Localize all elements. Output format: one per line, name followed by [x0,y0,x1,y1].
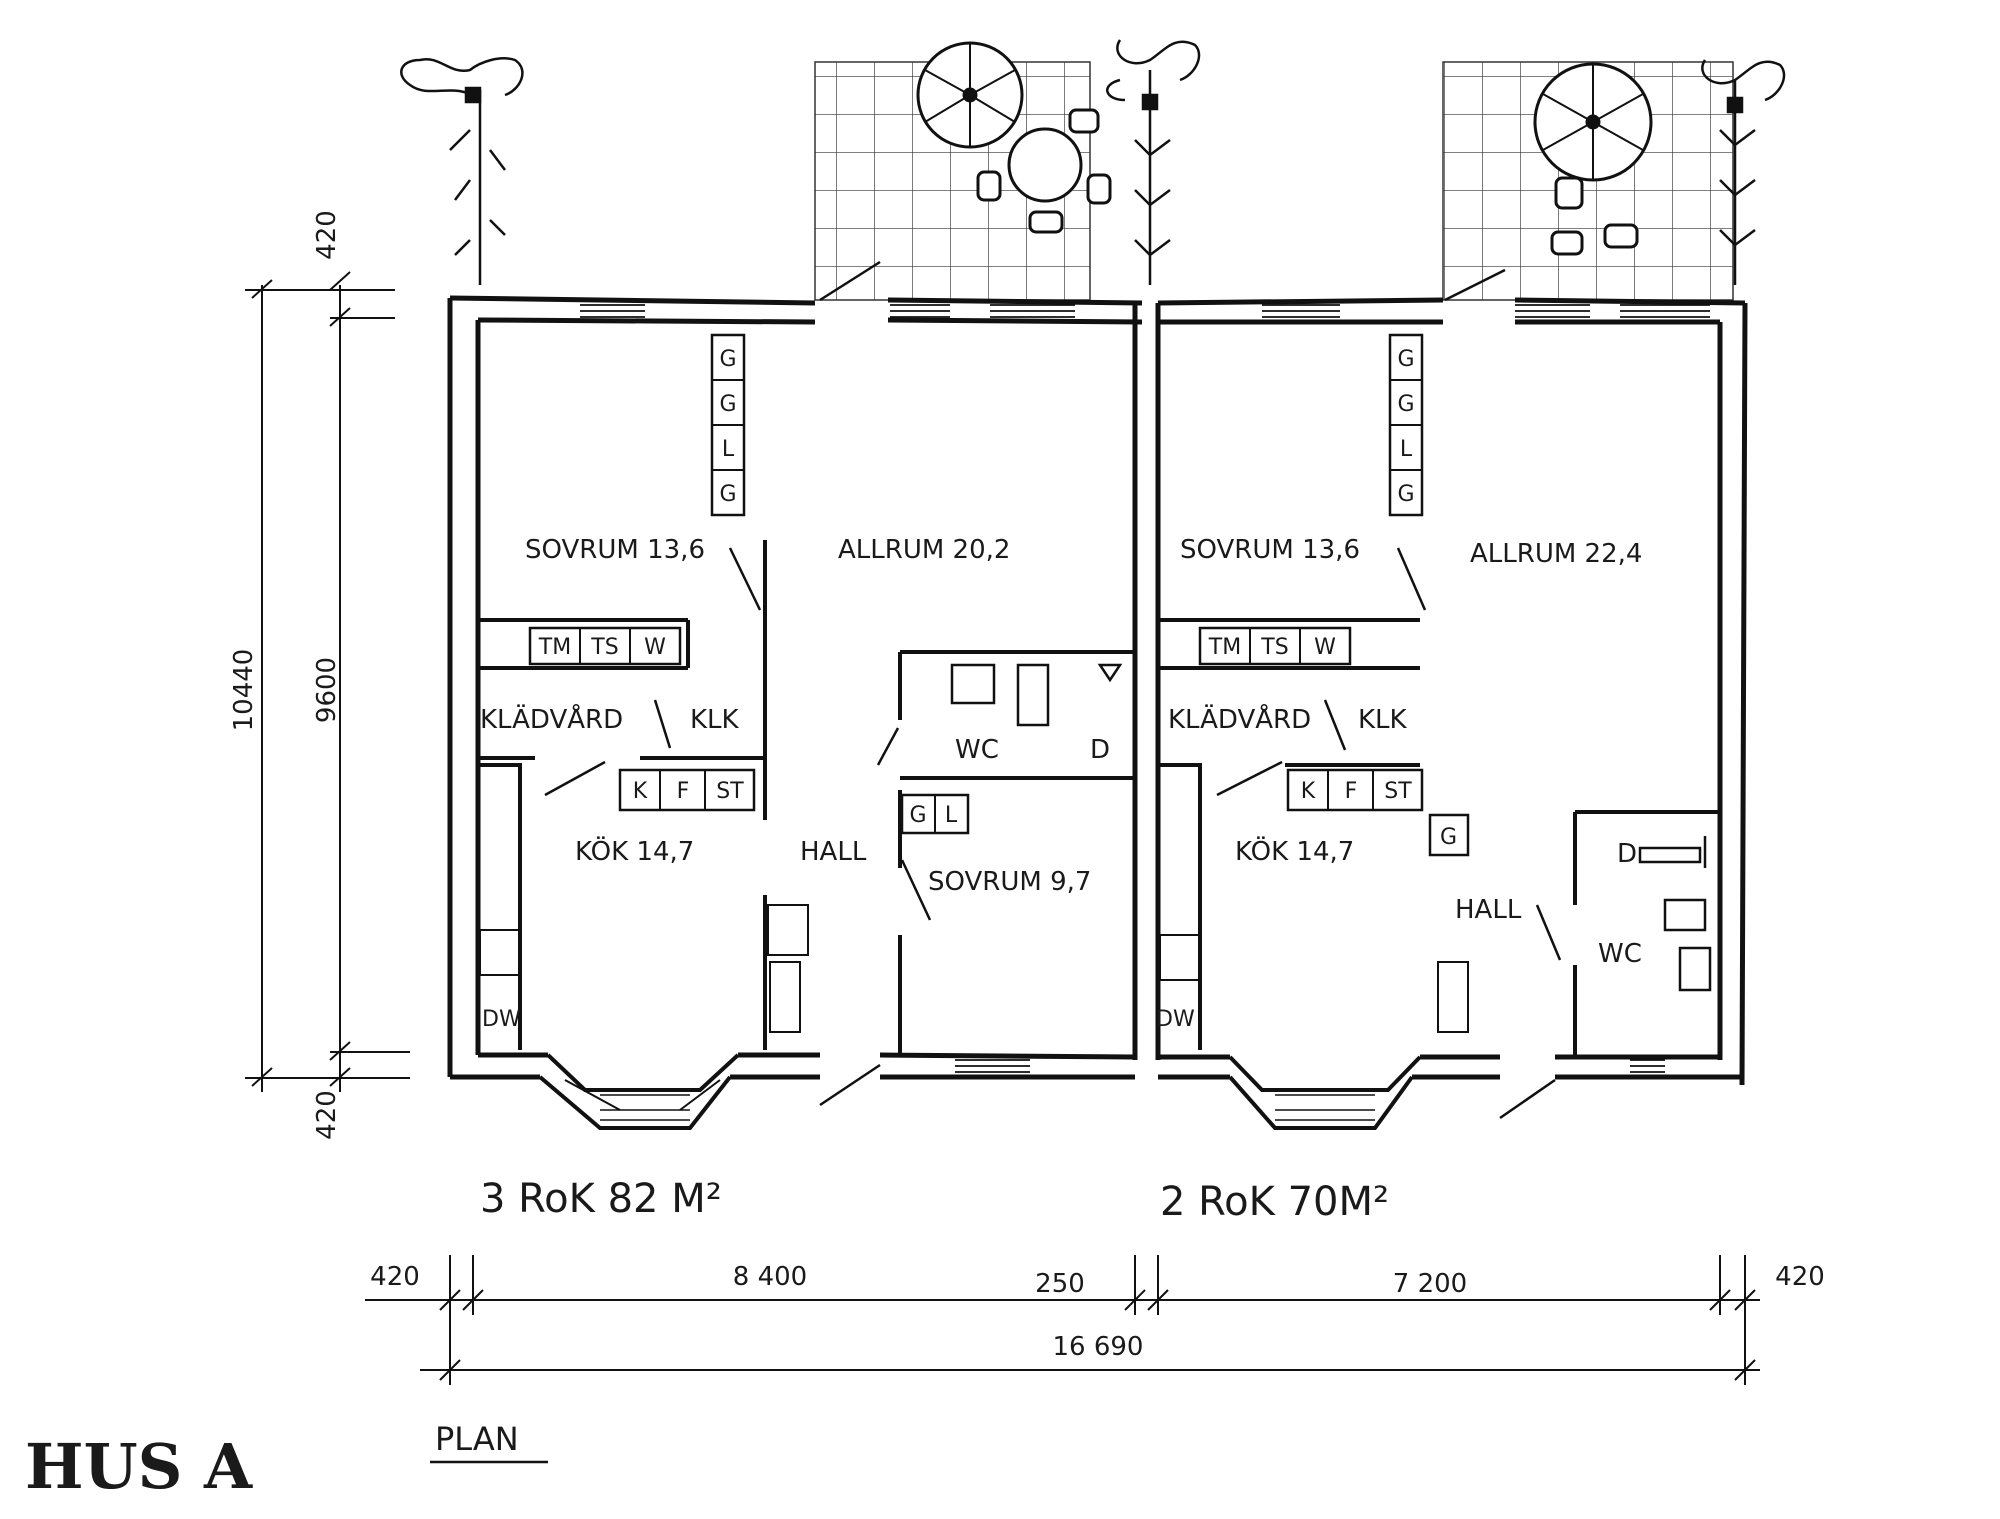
patio-unit-2 [1442,61,1734,301]
laundry-label: TM [538,635,571,660]
laundry-label: TS [590,635,618,660]
laundry-label: W [644,635,666,660]
room-label-sovrum-2: SOVRUM 9,7 [928,867,1091,897]
wardrobe-label: G [719,392,736,417]
room-label-dw: DW [1156,1007,1195,1032]
room-labels-unit-1: SOVRUM 13,6 ALLRUM 20,2 KLÄDVÅRD KLK WC … [480,535,1110,1032]
room-labels-unit-2: SOVRUM 13,6 ALLRUM 22,4 KLÄDVÅRD KLK KÖK… [1156,535,1642,1032]
hall-cabinet-unit-2 [1428,813,1470,857]
exterior-walls [447,295,1748,1086]
kitchen-appliances-unit-2: K F ST [1286,768,1424,812]
patio-unit-1 [814,41,1112,301]
room-label-kok: KÖK 14,7 [575,835,694,867]
room-label-hall: HALL [1455,895,1522,925]
room-label-sovrum-1: SOVRUM 13,6 [525,535,705,565]
windows [580,304,1710,1073]
room-label-klk: KLK [1358,705,1408,735]
dim-250: 250 [1035,1269,1085,1299]
room-label-allrum: ALLRUM 20,2 [838,535,1010,565]
plant-icon [1106,39,1201,285]
interior-walls-unit-1 [478,540,1135,1055]
dim-bottom-420: 420 [312,1090,342,1140]
bay-window [1228,1055,1422,1130]
room-label-klk: KLK [690,705,740,735]
wardrobe-stack-unit-2: G G L G [1388,333,1424,517]
room-label-d: D [1617,839,1637,869]
doors [544,260,1707,1120]
kitchen-label: ST [716,779,744,804]
room-label-hall: HALL [800,837,867,867]
laundry-appliances-unit-2: TM TS W [1198,626,1352,666]
wc-fixtures [950,663,1712,992]
room-label-kladvard: KLÄDVÅRD [1168,703,1311,735]
kitchen-label: F [1345,779,1358,804]
dim-top-420: 420 [312,210,342,260]
plant-icon [1701,59,1786,285]
drawing-title: HUS A [25,1430,253,1503]
counters [479,904,1469,1033]
dim-left-420: 420 [370,1262,420,1292]
unit-name-3rok: 3 RoK 82 M² [480,1176,722,1222]
kitchen-label: K [1301,779,1316,804]
patio-table-icon [1550,176,1639,256]
dimension-lines [245,271,1760,1385]
dim-right-420: 420 [1775,1262,1825,1292]
dim-total: 16 690 [1053,1332,1144,1362]
umbrella-icon [916,41,1024,149]
drawing-subtitle: PLAN [435,1420,519,1458]
umbrella-icon [1533,62,1653,182]
wardrobe-label: G [719,482,736,507]
room-label-d: D [1090,735,1110,765]
dim-7200: 7 200 [1393,1269,1467,1299]
room-label-kladvard: KLÄDVÅRD [480,703,623,735]
bay-window [538,1053,740,1130]
room-label-wc: WC [955,735,999,765]
wardrobe-stack-unit-1: G G L G [710,333,746,517]
room-label-allrum: ALLRUM 22,4 [1470,539,1642,569]
laundry-label: W [1314,635,1336,660]
kitchen-label: F [677,779,690,804]
wardrobe-label: G [1397,482,1414,507]
room-label-g: G [1440,825,1457,850]
wardrobe-label: G [1397,347,1414,372]
room-label-dw: DW [482,1007,521,1032]
dim-10440: 10440 [229,649,259,732]
kitchen-label: K [633,779,648,804]
kitchen-appliances-unit-1: K F ST [618,768,756,812]
cabinet-label: G [909,803,926,828]
room-label-wc: WC [1598,939,1642,969]
hall-cabinets-unit-1: G L [900,793,970,835]
dim-9600: 9600 [312,657,342,723]
wardrobe-label: G [719,347,736,372]
laundry-appliances-unit-1: TM TS W [528,626,682,666]
dim-8400: 8 400 [733,1262,807,1292]
patio-table-icon [976,108,1112,234]
plant-icon [400,57,524,285]
laundry-label: TS [1260,635,1288,660]
cabinet-label: L [945,803,958,828]
room-label-kok: KÖK 14,7 [1235,835,1354,867]
wardrobe-label: G [1397,392,1414,417]
unit-name-2rok: 2 RoK 70M² [1160,1179,1389,1225]
wardrobe-label: L [722,437,735,462]
wardrobe-label: L [1400,437,1413,462]
kitchen-label: ST [1384,779,1412,804]
laundry-label: TM [1208,635,1241,660]
room-label-sovrum-1: SOVRUM 13,6 [1180,535,1360,565]
